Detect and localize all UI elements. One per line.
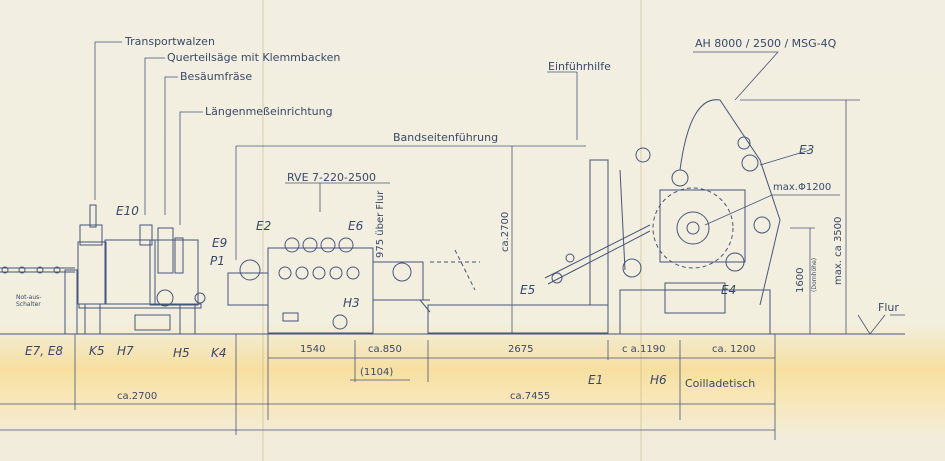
label-bandseitenfuehrung: Bandseitenführung bbox=[393, 131, 499, 144]
marker-p1: P1 bbox=[210, 254, 225, 268]
marker-e7-e8: E7, E8 bbox=[25, 344, 64, 358]
marker-e3: E3 bbox=[799, 143, 815, 157]
dim-1190: c a.1190 bbox=[622, 344, 666, 355]
dim-dornhoehe: 1600 bbox=[795, 267, 806, 293]
marker-e1: E1 bbox=[588, 373, 604, 387]
straightener-unit bbox=[227, 237, 374, 334]
dim-dornhoehe-note: (Dornhöhe) bbox=[811, 257, 818, 292]
marker-e4: E4 bbox=[721, 283, 737, 297]
label-querteilsaege: Querteilsäge mit Klemmbacken bbox=[167, 51, 341, 64]
dim-max-diameter: max.Φ1200 bbox=[773, 182, 832, 193]
side-guide bbox=[372, 249, 609, 334]
shear-unit bbox=[77, 204, 206, 335]
callout-leaders bbox=[94, 41, 905, 335]
marker-e6: E6 bbox=[348, 219, 364, 233]
marker-h5: H5 bbox=[173, 346, 190, 360]
dim-height-2700: ca.2700 bbox=[500, 211, 511, 252]
label-haspel-model: AH 8000 / 2500 / MSG-4Q bbox=[695, 37, 837, 50]
marker-e2: E2 bbox=[256, 219, 272, 233]
horizontal-dimensions bbox=[0, 334, 776, 440]
vertical-dimensions bbox=[511, 99, 860, 334]
marker-k4: K4 bbox=[211, 346, 227, 360]
entry-aid bbox=[544, 147, 651, 306]
marker-h7: H7 bbox=[117, 344, 134, 358]
label-transportwalzen: Transportwalzen bbox=[125, 35, 215, 48]
uncoiler bbox=[619, 99, 781, 335]
label-laengenmess: Längenmeßeinrichtung bbox=[205, 105, 333, 118]
roller-conveyor bbox=[0, 266, 78, 335]
dim-1540: 1540 bbox=[300, 344, 326, 355]
label-coilladetisch: Coilladetisch bbox=[685, 377, 756, 390]
dim-total-left: ca.2700 bbox=[117, 391, 158, 402]
dim-ueber-flur: 975 über Flur bbox=[375, 190, 386, 258]
dim-1104: (1104) bbox=[360, 367, 394, 378]
dim-2675: 2675 bbox=[508, 344, 534, 355]
marker-e9: E9 bbox=[212, 236, 228, 250]
label-einfuehrhilfe: Einführhilfe bbox=[548, 60, 611, 73]
marker-e5: E5 bbox=[520, 283, 536, 297]
dim-850: ca.850 bbox=[368, 344, 402, 355]
dim-total-right: ca.7455 bbox=[510, 391, 551, 402]
dim-1200: ca. 1200 bbox=[712, 344, 756, 355]
label-richtmaschine: RVE 7-220-2500 bbox=[287, 171, 376, 184]
marker-e10: E10 bbox=[116, 204, 139, 218]
label-not-aus: Not-aus-Schalter bbox=[16, 294, 42, 308]
marker-h3: H3 bbox=[343, 296, 360, 310]
marker-h6: H6 bbox=[650, 373, 667, 387]
label-flur: Flur bbox=[878, 301, 899, 314]
marker-k5: K5 bbox=[89, 344, 105, 358]
label-besaeumfraese: Besäumfräse bbox=[180, 70, 253, 83]
dim-max-height: max. ca 3500 bbox=[833, 216, 844, 285]
